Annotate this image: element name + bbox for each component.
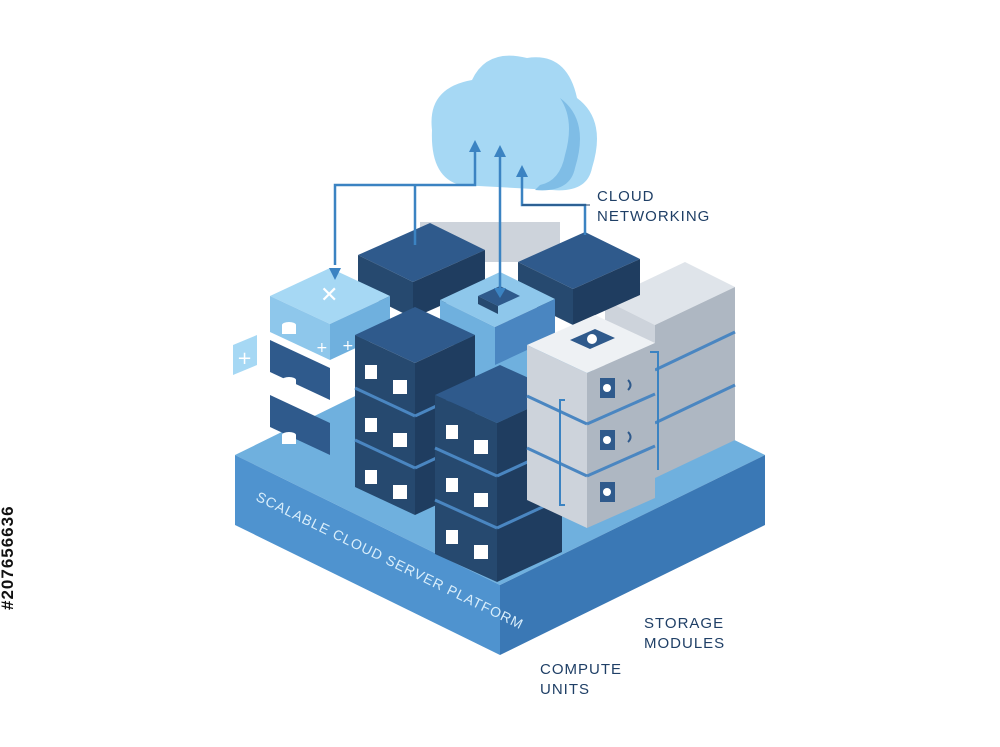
svg-text:✕: ✕ — [320, 283, 338, 308]
svg-text:+: + — [342, 338, 354, 354]
compute-units-line-2: UNITS — [540, 681, 590, 698]
cloud-networking-line-1: CLOUD — [597, 188, 655, 205]
arrow-heads — [329, 140, 528, 298]
cloud-icon — [431, 55, 597, 191]
cloud-networking-line-2: NETWORKING — [597, 208, 711, 225]
storage-stack-front — [526, 315, 656, 528]
stock-id-label: #207656636 — [0, 505, 17, 610]
add-tile-icon: + — [233, 335, 257, 375]
compute-units-label: COMPUTE UNITS — [540, 660, 622, 700]
cloud-networking-label: CLOUD NETWORKING — [597, 187, 710, 227]
compute-block-top-right — [518, 232, 640, 325]
storage-connector — [559, 351, 659, 506]
svg-text:+: + — [237, 348, 252, 369]
compute-block-top-left — [358, 223, 485, 318]
storage-modules-line-2: MODULES — [644, 635, 726, 652]
compute-units-line-1: COMPUTE — [540, 661, 622, 678]
compute-stack-left: ✕ + + — [270, 268, 390, 455]
storage-modules-line-1: STORAGE — [644, 615, 725, 632]
storage-modules-label: STORAGE MODULES — [644, 614, 725, 654]
svg-text:+: + — [316, 340, 328, 356]
